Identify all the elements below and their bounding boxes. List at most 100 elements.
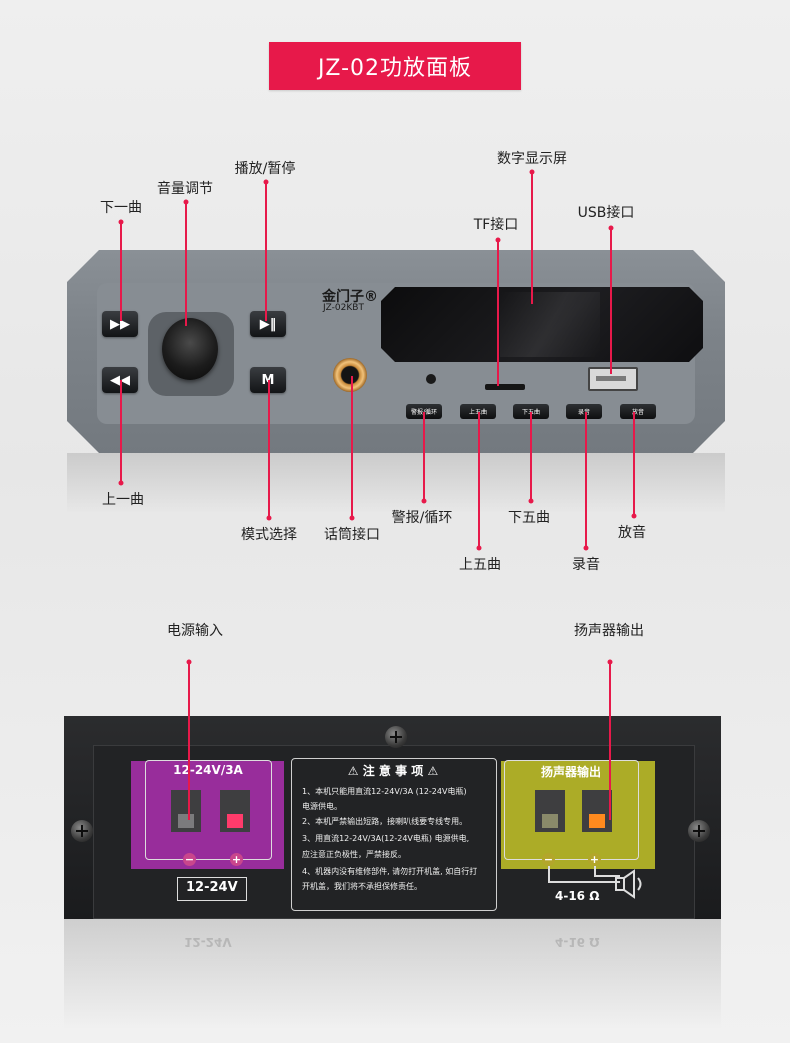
leader-playback	[633, 412, 635, 516]
label-next-track: 下一曲	[100, 200, 142, 216]
label-speaker-output: 扬声器输出	[574, 623, 644, 639]
label-power-input: 电源输入	[167, 623, 223, 639]
speaker-impedance-label: 4-16 Ω	[555, 889, 600, 903]
label-alarm-loop: 警报/循环	[391, 510, 453, 526]
playback-key[interactable]: 放音	[620, 404, 656, 419]
leader-volume	[185, 202, 187, 326]
speaker-wire-neg	[548, 866, 550, 882]
mic-jack[interactable]	[333, 358, 367, 392]
power-positive-terminal[interactable]	[220, 790, 250, 832]
tf-card-slot[interactable]	[485, 384, 525, 390]
power-voltage-label: 12-24V	[186, 880, 238, 895]
label-record: 录音	[572, 557, 600, 573]
speaker-plus-symbol: +	[588, 853, 601, 866]
prev-five-key[interactable]: 上五曲	[460, 404, 496, 419]
caution-title: ⚠ 注 意 事 项 ⚠	[347, 764, 439, 778]
power-plus-symbol: +	[230, 853, 243, 866]
leader-mic-jack	[351, 376, 353, 518]
record-key[interactable]: 录音	[566, 404, 602, 419]
dot-prev-track	[118, 480, 124, 486]
label-mode-select: 模式选择	[241, 527, 297, 543]
display-sheen	[500, 292, 600, 357]
label-tf-slot: TF接口	[473, 217, 519, 233]
dot-speaker-output	[607, 659, 613, 665]
screw-top	[385, 726, 407, 748]
dot-tf-slot	[495, 237, 501, 243]
speaker-box-title: 扬声器输出	[540, 765, 602, 779]
dot-power-input	[186, 659, 192, 665]
leader-record	[585, 412, 587, 548]
power-negative-terminal[interactable]	[171, 790, 201, 832]
leader-next-track	[120, 222, 122, 321]
label-usb: USB接口	[577, 205, 635, 221]
label-prev-five: 上五曲	[459, 557, 501, 573]
dot-volume	[183, 199, 189, 205]
leader-prev-five	[478, 412, 480, 548]
label-volume: 音量调节	[157, 181, 213, 197]
dot-usb	[608, 225, 614, 231]
usb-port[interactable]	[588, 367, 638, 391]
label-display: 数字显示屏	[497, 151, 567, 167]
leader-mode-select	[268, 380, 270, 518]
dot-next-five	[528, 498, 534, 504]
page-title: JZ-02功放面板	[269, 42, 521, 90]
reflection-impedance-ghost: 4-16 Ω	[555, 935, 600, 949]
speaker-terminal-frame	[504, 760, 639, 860]
label-playback: 放音	[618, 525, 646, 541]
speaker-output-zone	[501, 761, 655, 869]
dot-mic-jack	[349, 515, 355, 521]
speaker-positive-terminal[interactable]	[582, 790, 612, 832]
speaker-wire-top	[594, 875, 620, 877]
power-box-title: 12-24V/3A	[173, 763, 243, 777]
model-number: JZ-02KBT	[323, 303, 364, 313]
leader-prev-track	[120, 380, 122, 483]
dot-next-track	[118, 219, 124, 225]
caution-line-7: 开机盖，我们将不承担保修责任。	[302, 882, 422, 891]
power-label-frame	[177, 877, 247, 901]
speaker-wire-pos	[594, 866, 596, 876]
power-minus-symbol: −	[183, 853, 196, 866]
caution-line-1: 1、本机只能用直流12-24V/3A (12-24V电瓶)	[302, 787, 467, 796]
leader-next-five	[530, 412, 532, 501]
caution-line-2: 电源供电。	[302, 802, 342, 811]
label-next-five: 下五曲	[508, 510, 550, 526]
leader-tf-slot	[497, 240, 499, 386]
speaker-minus-symbol: −	[542, 853, 555, 866]
leader-power-input	[188, 662, 190, 820]
caution-line-5: 应注意正负极性，严禁接反。	[302, 850, 406, 859]
leader-alarm-loop	[423, 412, 425, 501]
back-panel-reflection	[64, 919, 721, 1029]
dot-mode-select	[266, 515, 272, 521]
play-pause-button[interactable]: ▶‖	[250, 311, 286, 337]
screw-right	[688, 820, 710, 842]
speaker-icon	[615, 869, 642, 899]
screw-left	[71, 820, 93, 842]
caution-line-3: 2、本机严禁输出短路，接喇叭线要专线专用。	[302, 817, 468, 826]
dot-record	[583, 545, 589, 551]
dot-alarm-loop	[421, 498, 427, 504]
volume-knob[interactable]	[162, 318, 218, 380]
leader-display	[531, 172, 533, 304]
dot-play-pause	[263, 179, 269, 185]
reflection-voltage-ghost: 12-24V	[184, 935, 232, 949]
speaker-wire-bottom	[548, 881, 620, 883]
label-prev-track: 上一曲	[102, 492, 144, 508]
caution-panel	[291, 758, 497, 911]
ir-sensor	[426, 374, 436, 384]
brand-logo: 金门子®	[322, 289, 378, 305]
leader-usb	[610, 228, 612, 374]
dot-prev-five	[476, 545, 482, 551]
digital-display	[381, 287, 703, 362]
front-panel-reflection	[67, 453, 725, 513]
caution-line-4: 3、用直流12-24V/3A(12-24V电瓶) 电源供电,	[302, 834, 470, 843]
power-input-zone	[131, 761, 284, 869]
dot-display	[529, 169, 535, 175]
label-play-pause: 播放/暂停	[234, 161, 296, 177]
power-terminal-frame	[145, 760, 272, 860]
speaker-negative-terminal[interactable]	[535, 790, 565, 832]
label-mic-jack: 话筒接口	[324, 527, 380, 543]
dot-playback	[631, 513, 637, 519]
leader-play-pause	[265, 182, 267, 321]
leader-speaker-output	[609, 662, 611, 820]
caution-line-6: 4、机器内没有维修部件, 请勿打开机盖, 如自行打	[302, 867, 478, 876]
